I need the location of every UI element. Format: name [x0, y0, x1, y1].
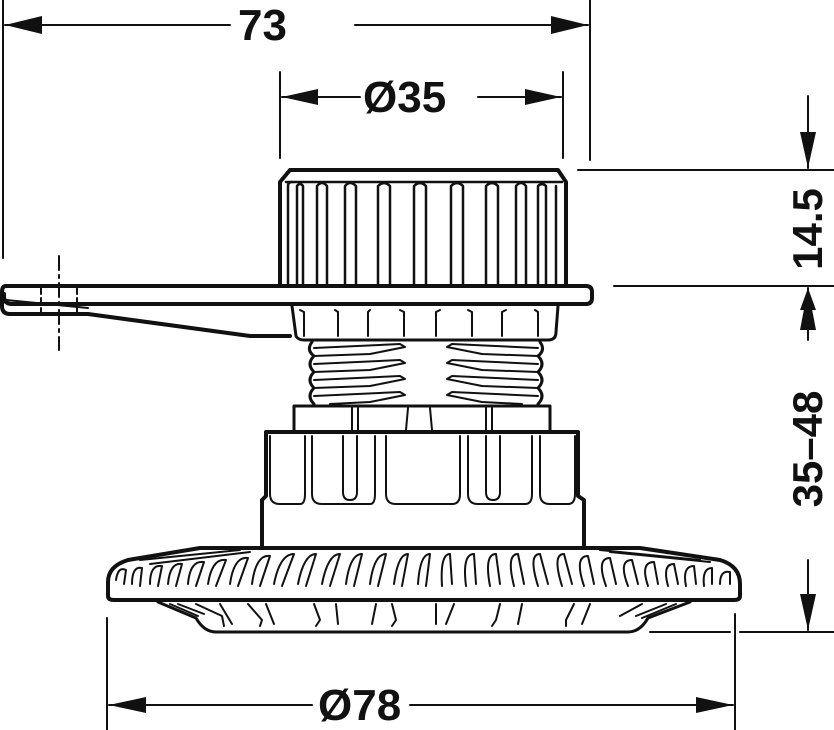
- collar-nut: [290, 304, 560, 342]
- base-underside-ribs: [169, 603, 677, 627]
- housing-upper: [292, 404, 552, 432]
- base-serrations: [115, 549, 731, 587]
- base-disc: [106, 546, 742, 634]
- dim-overall-width-label: 73: [238, 1, 287, 50]
- mounting-plate: [0, 284, 594, 338]
- dim-knob-height-label: 14.5: [784, 181, 831, 277]
- housing-main: [260, 430, 586, 550]
- dim-base-diameter-lines: [106, 613, 736, 730]
- dim-adjustment-range-label: 35–48: [784, 379, 831, 519]
- dim-knob-diameter-lines: [279, 71, 564, 159]
- dim-knob-diameter-label: Ø35: [363, 73, 447, 122]
- dim-vertical-lines: [577, 95, 834, 633]
- dim-overall-width-lines: [2, 0, 591, 259]
- knurled-knob: [278, 168, 568, 288]
- dim-base-diameter-label: Ø78: [318, 681, 402, 730]
- threaded-spindle: [307, 340, 545, 406]
- hole-hidden-lines: [40, 287, 78, 313]
